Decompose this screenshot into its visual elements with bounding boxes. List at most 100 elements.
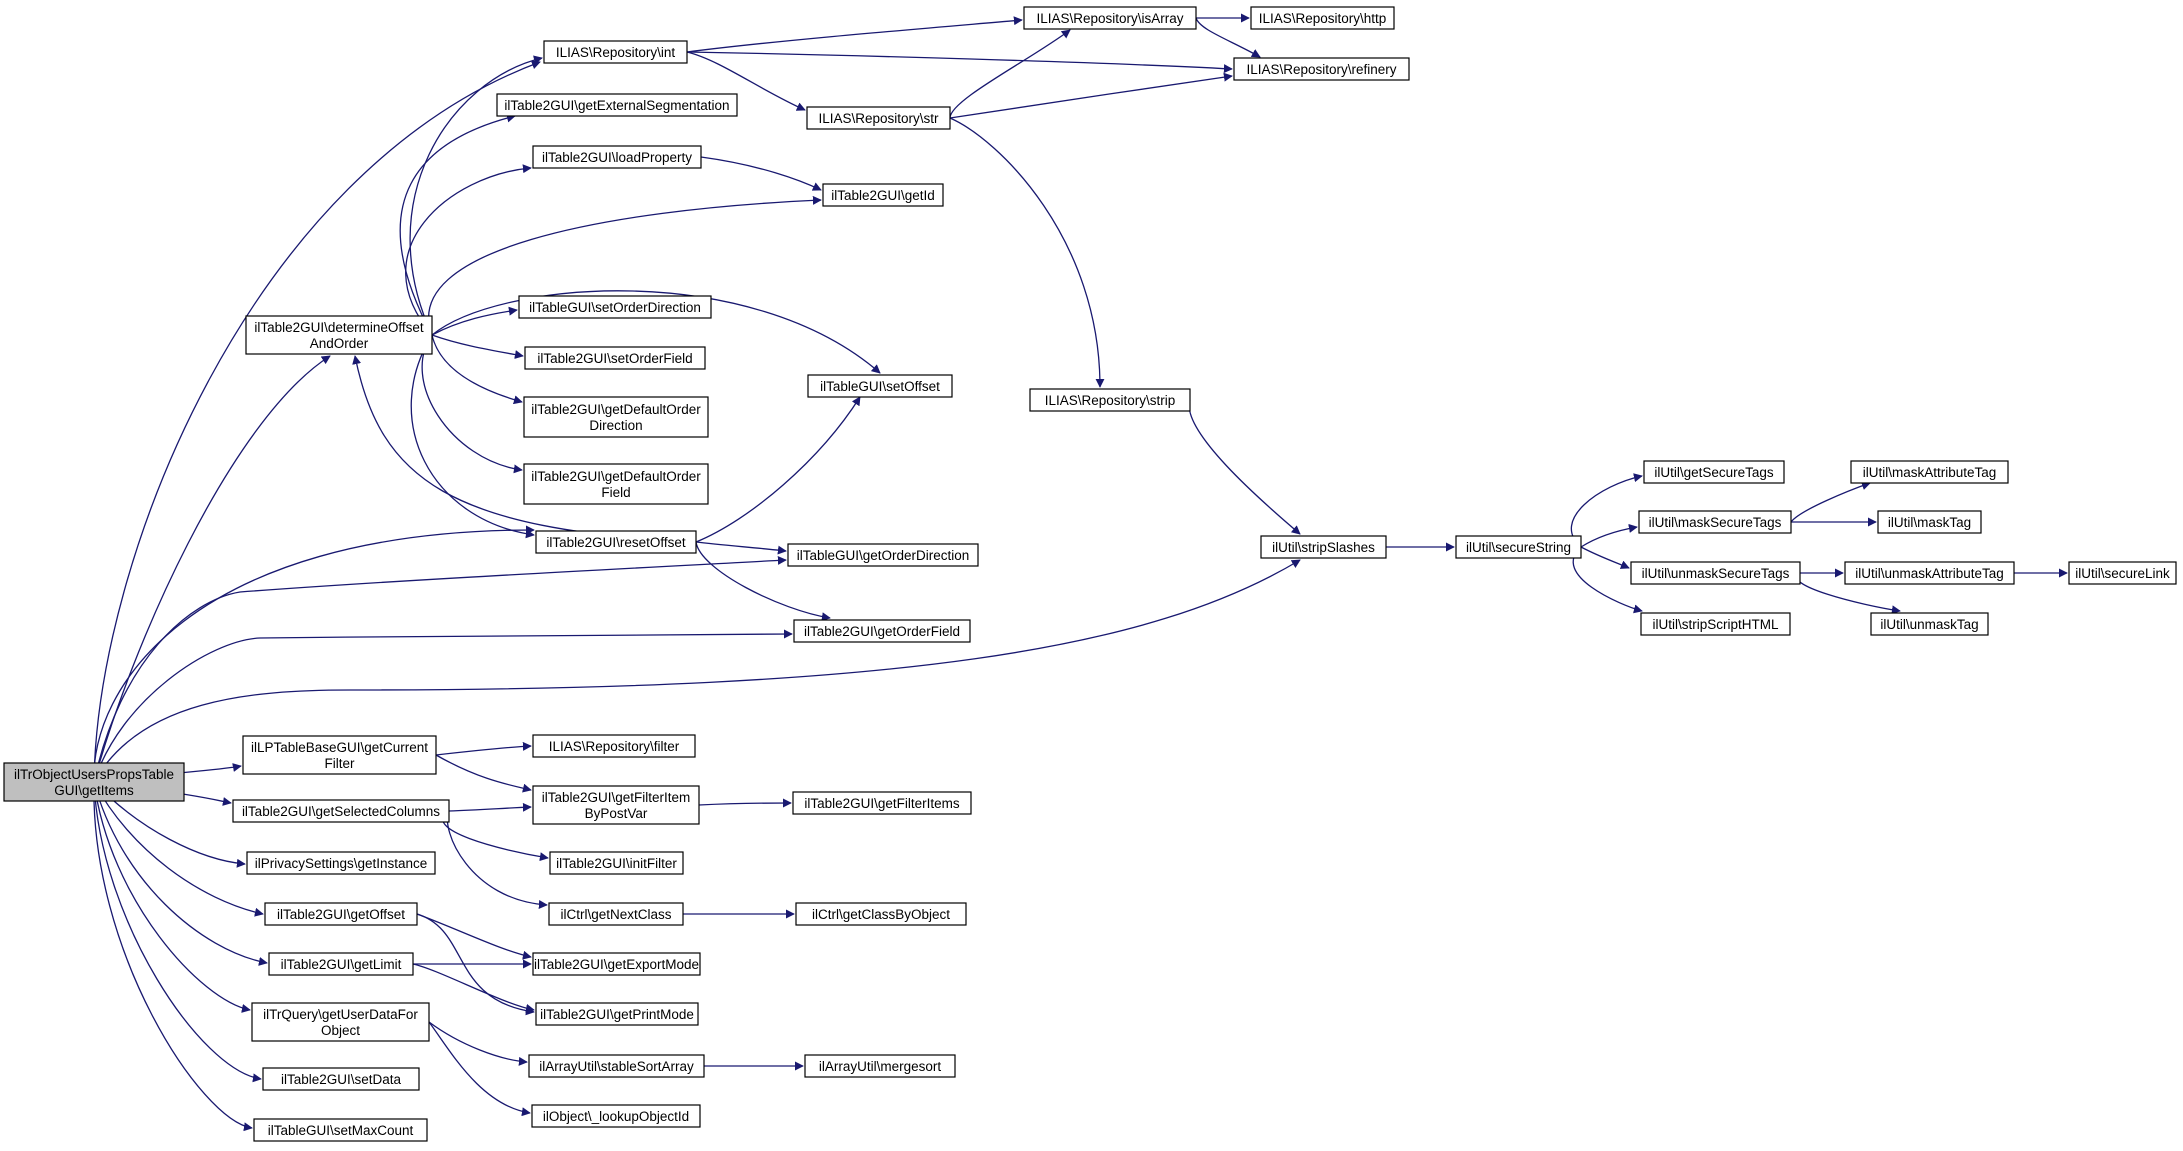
node-box	[2068, 561, 2177, 585]
node-getClassByObject[interactable]: ilCtrl\getClassByObject	[795, 902, 967, 926]
edge-str-to-refinery	[949, 72, 1233, 119]
node-setOrderDirection[interactable]: ilTableGUI\setOrderDirection	[518, 295, 712, 319]
edge-line	[435, 741, 532, 756]
edge-int-to-refinery	[686, 51, 1233, 74]
node-label: Direction	[589, 418, 642, 433]
node-isArray[interactable]: ILIAS\Repository\isArray	[1023, 6, 1197, 30]
node-box	[496, 93, 738, 117]
node-getOffset[interactable]: ilTable2GUI\getOffset	[264, 902, 418, 926]
node-label: ILIAS\Repository\isArray	[1036, 11, 1183, 26]
node-getSecureTags[interactable]: ilUtil\getSecureTags	[1643, 460, 1785, 484]
node-refinery[interactable]: ILIAS\Repository\refinery	[1233, 57, 1410, 81]
edge-line	[93, 60, 541, 783]
node-label: ilTable2GUI\setData	[281, 1072, 402, 1087]
node-unmaskSecureTags[interactable]: ilUtil\unmaskSecureTags	[1630, 561, 1801, 585]
node-getExportMode[interactable]: ilTable2GUI\getExportMode	[532, 952, 701, 976]
edge-str-to-strip	[949, 117, 1105, 388]
node-initFilter[interactable]: ilTable2GUI\initFilter	[549, 851, 684, 875]
edge-line	[1195, 17, 1261, 58]
node-box	[1029, 388, 1191, 412]
node-unmaskTag[interactable]: ilUtil\unmaskTag	[1870, 612, 1989, 636]
node-strip[interactable]: ILIAS\Repository\strip	[1029, 388, 1191, 412]
node-getSelectedColumns[interactable]: ilTable2GUI\getSelectedColumns	[232, 799, 450, 823]
node-label: ILIAS\Repository\str	[818, 111, 939, 126]
edge-line	[949, 117, 1105, 388]
node-box	[804, 1054, 956, 1078]
node-label: ilUtil\unmaskSecureTags	[1642, 566, 1790, 581]
node-label: ilArrayUtil\mergesort	[819, 1059, 942, 1074]
edge-determineOffset-to-getDefaultOrderDirection	[431, 334, 523, 405]
edge-line	[416, 913, 532, 960]
node-getInstance[interactable]: ilPrivacySettings\getInstance	[246, 851, 436, 875]
node-getNextClass[interactable]: ilCtrl\getNextClass	[548, 902, 684, 926]
node-label: ilTableGUI\setMaxCount	[268, 1123, 414, 1138]
node-maskAttributeTag[interactable]: ilUtil\maskAttributeTag	[1850, 460, 2009, 484]
node-stableSortArray[interactable]: ilArrayUtil\stableSortArray	[528, 1054, 705, 1078]
edge-getSelectedColumns-to-getFilterItemByPostVar	[448, 802, 532, 812]
node-label: ilLPTableBaseGUI\getCurrent	[251, 740, 428, 755]
node-secureString[interactable]: ilUtil\secureString	[1455, 535, 1582, 559]
node-getPrintMode[interactable]: ilTable2GUI\getPrintMode	[535, 1002, 699, 1026]
node-getId[interactable]: ilTable2GUI\getId	[822, 183, 944, 207]
node-getFilterItems[interactable]: ilTable2GUI\getFilterItems	[792, 791, 972, 815]
edge-line	[698, 798, 792, 808]
node-label: ilUtil\stripSlashes	[1272, 540, 1375, 555]
node-secureLink[interactable]: ilUtil\secureLink	[2068, 561, 2177, 585]
node-box	[549, 851, 684, 875]
node-setOffset[interactable]: ilTableGUI\setOffset	[807, 374, 953, 398]
node-setMaxCount[interactable]: ilTableGUI\setMaxCount	[253, 1118, 428, 1142]
node-setOrderField[interactable]: ilTable2GUI\setOrderField	[524, 346, 706, 370]
node-http[interactable]: ILIAS\Repository\http	[1250, 6, 1395, 30]
edge-secureString-to-maskSecureTags	[1580, 523, 1638, 548]
node-label: ILIAS\Repository\filter	[549, 739, 680, 754]
node-box	[535, 1002, 699, 1026]
node-stripScriptHTML[interactable]: ilUtil\stripScriptHTML	[1640, 612, 1791, 636]
edge-determineOffset-to-getDefaultOrderField	[421, 334, 523, 474]
node-box	[1250, 6, 1395, 30]
node-label: ILIAS\Repository\http	[1259, 11, 1387, 26]
node-getExternalSegmentation[interactable]: ilTable2GUI\getExternalSegmentation	[496, 93, 738, 117]
node-box	[1850, 460, 2009, 484]
node-lookupObjectId[interactable]: ilObject\_lookupObjectId	[531, 1104, 701, 1128]
edge-line	[686, 16, 1023, 53]
node-box	[543, 40, 688, 64]
node-box	[1260, 535, 1387, 559]
edge-line	[93, 781, 268, 966]
edge-line	[428, 195, 822, 336]
node-mergesort[interactable]: ilArrayUtil\mergesort	[804, 1054, 956, 1078]
edge-getUserDataForObject-to-stableSortArray	[428, 1021, 528, 1066]
node-getLimit[interactable]: ilTable2GUI\getLimit	[268, 952, 414, 976]
node-getOrderDirection[interactable]: ilTableGUI\getOrderDirection	[787, 543, 979, 567]
node-label: ilCtrl\getNextClass	[560, 907, 671, 922]
node-unmaskAttributeTag[interactable]: ilUtil\unmaskAttributeTag	[1844, 561, 2015, 585]
node-setData[interactable]: ilTable2GUI\setData	[262, 1067, 420, 1091]
node-box	[1870, 612, 1989, 636]
node-maskSecureTags[interactable]: ilUtil\maskSecureTags	[1638, 510, 1792, 534]
edge-getSelectedColumns-to-getNextClass	[446, 810, 548, 909]
edge-int-to-str	[686, 51, 806, 111]
node-str[interactable]: ILIAS\Repository\str	[806, 106, 951, 130]
node-box	[807, 374, 953, 398]
node-getOrderField[interactable]: ilTable2GUI\getOrderField	[793, 619, 971, 643]
node-resetOffset[interactable]: ilTable2GUI\resetOffset	[535, 530, 697, 554]
edge-root-to-resetOffset	[93, 525, 535, 783]
node-loadProperty[interactable]: ilTable2GUI\loadProperty	[532, 145, 702, 169]
node-label: ByPostVar	[585, 806, 648, 821]
node-box	[532, 145, 702, 169]
node-label: ilTable2GUI\setOrderField	[537, 351, 692, 366]
edge-root-to-determineOffset	[93, 355, 331, 783]
edge-line	[686, 51, 1233, 74]
node-int[interactable]: ILIAS\Repository\int	[543, 40, 688, 64]
node-maskTag[interactable]: ilUtil\maskTag	[1877, 510, 1982, 534]
node-stripSlashes[interactable]: ilUtil\stripSlashes	[1260, 535, 1387, 559]
node-filter[interactable]: ILIAS\Repository\filter	[532, 734, 696, 758]
node-box	[795, 902, 967, 926]
